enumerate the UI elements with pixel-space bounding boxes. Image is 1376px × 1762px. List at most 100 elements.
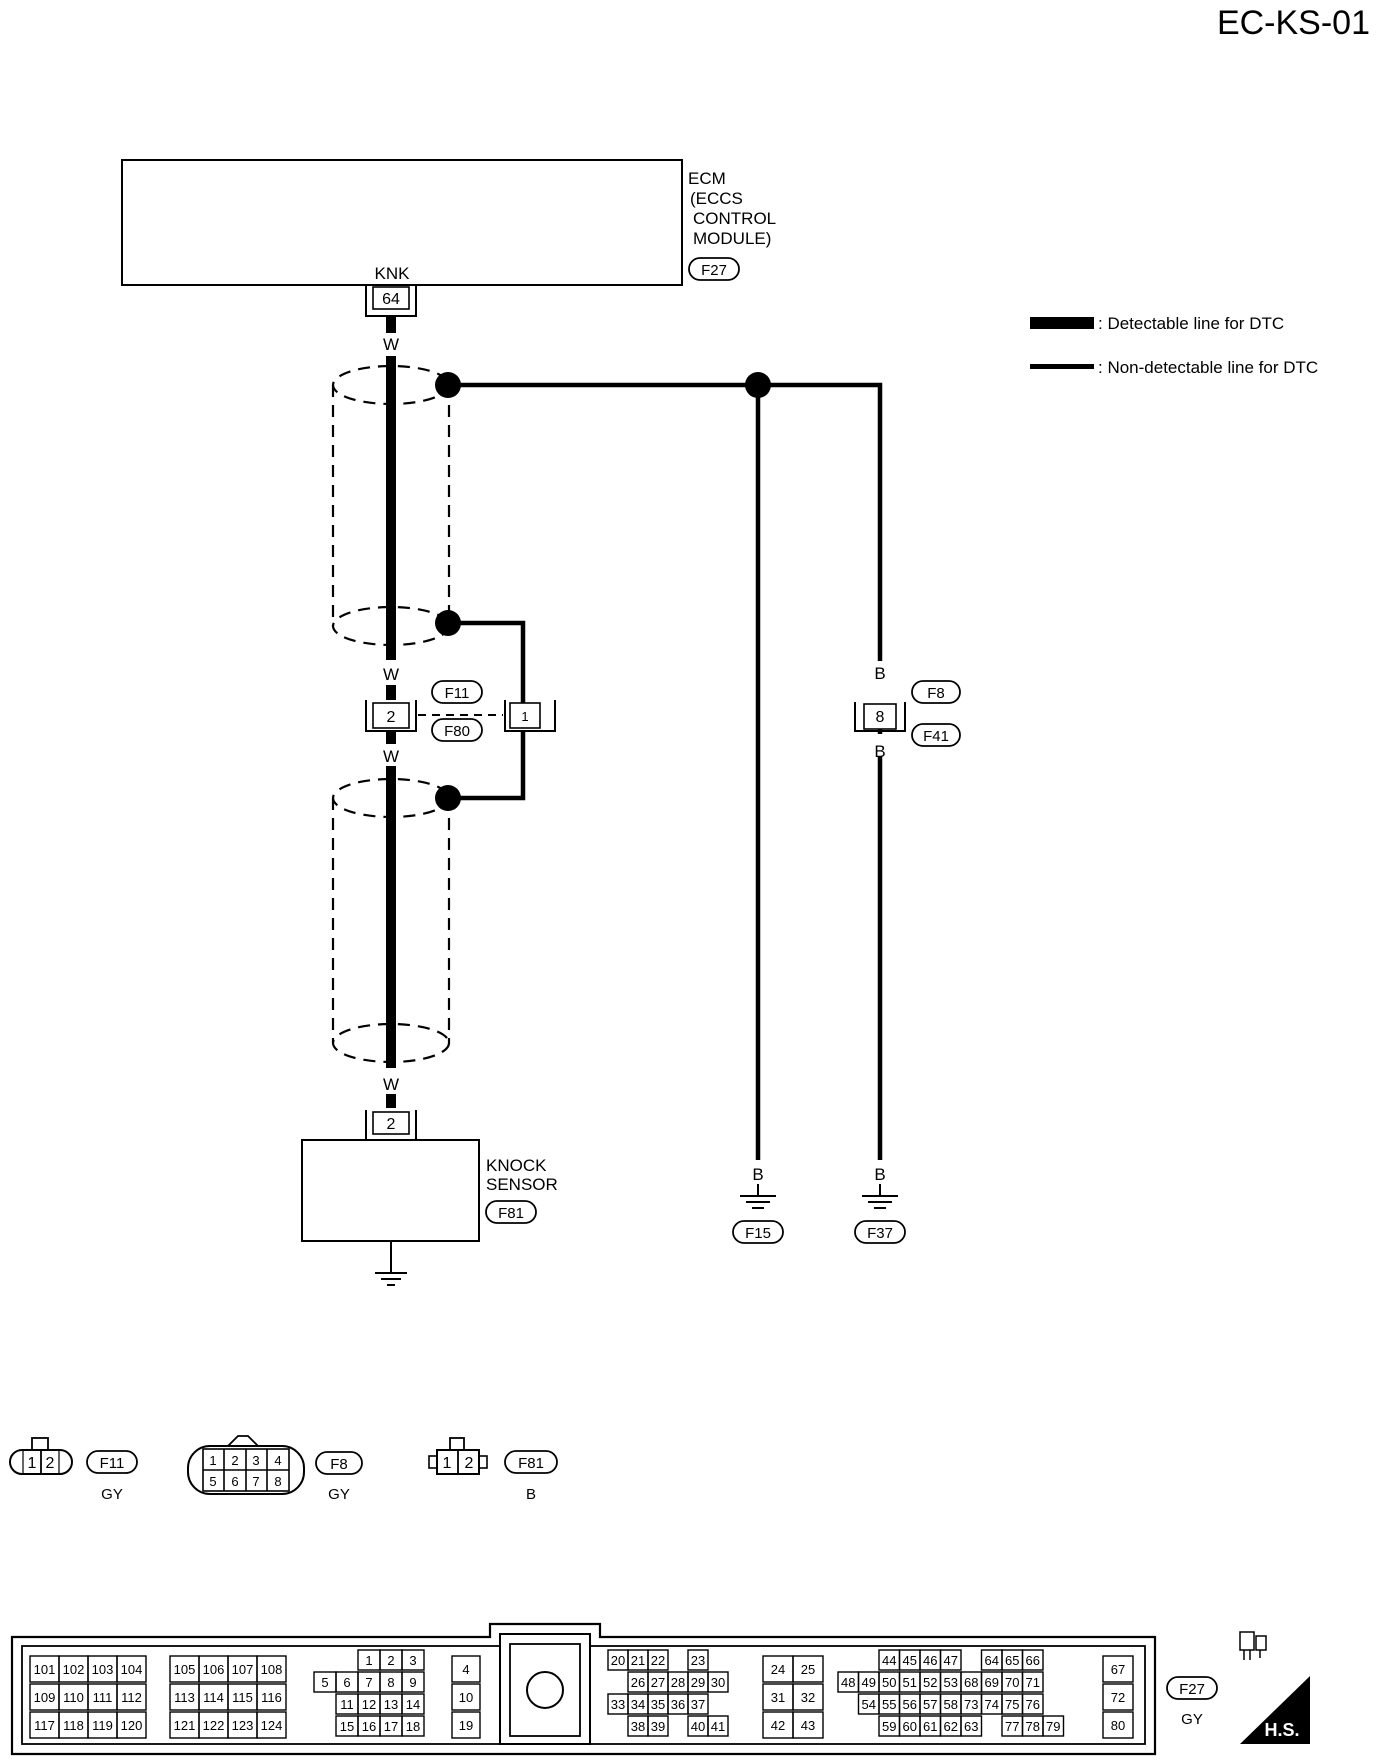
ground-f15-code: F15: [745, 1225, 771, 1242]
f8-pin-1: 1: [209, 1453, 216, 1468]
ecm-pin-number: 101: [34, 1662, 56, 1677]
ecm-pin-number: 107: [232, 1662, 254, 1677]
ecm-pin-number: 54: [862, 1697, 876, 1712]
joint-connector-f11-f80: 2 1 F11 F80: [365, 680, 556, 742]
ground-f15: B F15: [732, 1160, 784, 1244]
ecm-pin-number: 21: [631, 1653, 645, 1668]
ecm-pin-cell: [1021, 1649, 1044, 1671]
joint-pin-shield: 1: [521, 709, 528, 724]
ecm-pin-number: 1: [365, 1653, 372, 1668]
ecm-pin-number: 18: [406, 1719, 420, 1734]
f8-pin-grid: [202, 1448, 290, 1492]
wire-color-b2: B: [874, 742, 885, 761]
ecm-pin-number: 64: [985, 1653, 999, 1668]
ecm-pin-number: 121: [174, 1718, 196, 1733]
ecm-pin-number: 75: [1005, 1697, 1019, 1712]
ecm-pin-number: 120: [121, 1718, 143, 1733]
ecm-pin-number: 55: [882, 1697, 896, 1712]
ecm-pin-cell: [960, 1715, 983, 1737]
f8-pin-2: 2: [231, 1453, 238, 1468]
ecm-pin-number: 33: [611, 1697, 625, 1712]
f11-view-color: GY: [101, 1486, 123, 1503]
wire-color-w3: W: [383, 747, 399, 766]
ecm-pin-number: 74: [985, 1697, 999, 1712]
joint-connector-code-top: F11: [445, 685, 470, 702]
ecm-pin-number: 19: [459, 1718, 473, 1733]
ecm-pin-number: 104: [121, 1662, 143, 1677]
ecm-pin-number: 111: [93, 1690, 113, 1705]
ecm-pin-number: 20: [611, 1653, 625, 1668]
ecm-pin-number: 105: [174, 1662, 196, 1677]
ecm-pin-number: 67: [1111, 1662, 1125, 1677]
ecm-pin-cell: [647, 1715, 669, 1737]
ecm-pin-number: 53: [944, 1675, 958, 1690]
ecm-label-line3: CONTROL: [693, 209, 776, 228]
f8-view-color: GY: [328, 1486, 350, 1503]
ecm-pin-number: 3: [409, 1653, 416, 1668]
ecm-pin-cell: [1021, 1671, 1044, 1693]
ecm-pin-cell: [792, 1655, 824, 1683]
legend-non-detectable-swatch: [1030, 364, 1094, 369]
ecm-pin-number: 4: [462, 1662, 469, 1677]
ecm-pin-number: 57: [923, 1697, 937, 1712]
ecm-pin-number: 35: [651, 1697, 665, 1712]
ecm-pin-number: 78: [1026, 1719, 1040, 1734]
ecm-pin-number: 118: [63, 1718, 84, 1733]
ecm-pin-cell: [401, 1649, 425, 1671]
ecm-pin-number: 115: [232, 1690, 253, 1705]
ecm-pin-cell: [687, 1693, 709, 1715]
ecm-pin-number: 25: [801, 1662, 815, 1677]
joint-connector-code-bottom: F80: [444, 723, 470, 740]
ecm-pin-number: 44: [882, 1653, 896, 1668]
ecm-pin-number: 48: [841, 1675, 855, 1690]
ecm-pin-cell: [451, 1655, 481, 1683]
ground-f37-icon: [862, 1195, 898, 1209]
f8-pin-3: 3: [252, 1453, 259, 1468]
ecm-pin-cell: [1102, 1655, 1134, 1683]
joint-right-code-bottom: F41: [923, 728, 949, 745]
ecm-pin-number: 50: [882, 1675, 896, 1690]
ecm-pin-cell: [792, 1711, 824, 1739]
ecm-pin-number: 46: [923, 1653, 937, 1668]
f8-view-code: F8: [330, 1456, 348, 1473]
ecm-pin-number: 76: [1026, 1697, 1040, 1712]
ecm-pin-number: 108: [261, 1662, 283, 1677]
ecm-pin-number: 77: [1005, 1719, 1019, 1734]
ecm-terminal-pin: 64: [382, 291, 400, 308]
ecm-pin-number: 43: [801, 1718, 815, 1733]
joint-right-pin: 8: [876, 709, 885, 726]
ecm-pin-number: 58: [944, 1697, 958, 1712]
ecm-pin-number: 37: [691, 1697, 705, 1712]
wire-color-b1: B: [874, 664, 885, 683]
ecm-pin-number: 59: [882, 1719, 896, 1734]
legend-detectable-label: : Detectable line for DTC: [1098, 314, 1284, 333]
ecm-pin-number: 68: [964, 1675, 978, 1690]
connector-view-f81: 1 2 F81 B: [428, 1437, 558, 1503]
ecm-pin-cell: [1102, 1683, 1134, 1711]
legend-detectable-swatch: [1030, 317, 1094, 329]
ecm-pin-number: 8: [387, 1675, 394, 1690]
ecm-pin-number: 42: [771, 1718, 785, 1733]
ecm-pin-number: 15: [340, 1719, 354, 1734]
ecm-pin-cell: [401, 1693, 425, 1715]
ecm-pin-number: 56: [903, 1697, 917, 1712]
wire-color-b4: B: [874, 1165, 885, 1184]
ecm-pin-number: 36: [671, 1697, 685, 1712]
hs-badge-label: H.S.: [1264, 1720, 1299, 1740]
ecm-pin-number: 38: [631, 1719, 645, 1734]
f8-pin-8: 8: [274, 1474, 281, 1489]
ecm-pin-number: 40: [691, 1719, 705, 1734]
splice-points: [435, 372, 771, 811]
ecm-pin-number: 103: [92, 1662, 114, 1677]
ecm-pin-cell: [792, 1683, 824, 1711]
legend: : Detectable line for DTC : Non-detectab…: [1030, 314, 1318, 377]
ground-f37-code: F37: [867, 1225, 893, 1242]
ecm-label-line4: MODULE): [693, 229, 771, 248]
ecm-pin-cell: [451, 1683, 481, 1711]
f8-pin-7: 7: [252, 1474, 259, 1489]
ecm-pin-number: 5: [321, 1675, 328, 1690]
ecm-label-line2: (ECCS: [690, 189, 743, 208]
